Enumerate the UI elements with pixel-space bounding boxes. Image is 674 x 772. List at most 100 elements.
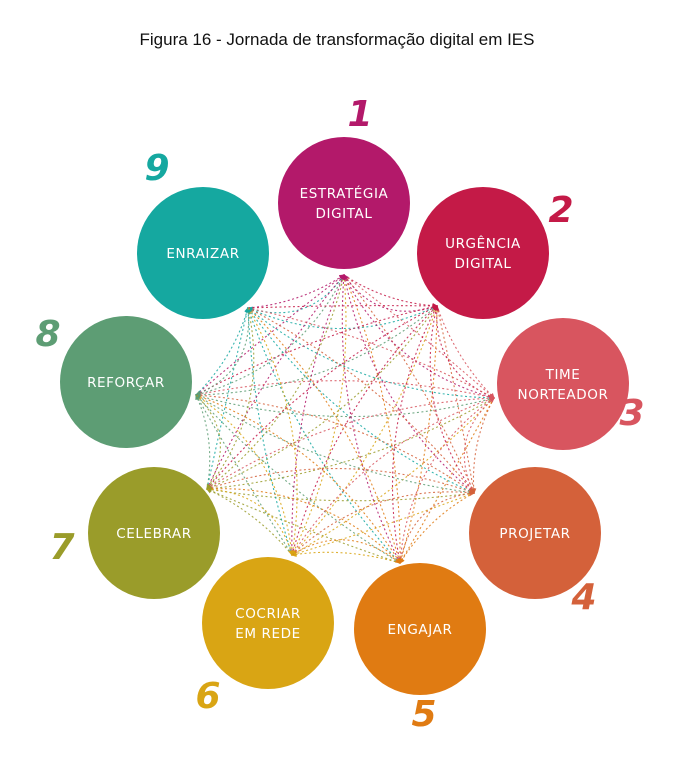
- step-label-3-line-1: TIME: [545, 367, 581, 383]
- step-node-5: ENGAJAR: [354, 563, 486, 695]
- step-circle-5: [354, 563, 486, 695]
- connector-6-to-2: [291, 305, 438, 556]
- step-number-9: 9: [144, 148, 169, 189]
- step-circle-1: [278, 137, 410, 269]
- connector-3-to-2: [433, 304, 495, 399]
- connector-6-to-3: [291, 396, 496, 556]
- step-number-1: 1: [347, 94, 372, 135]
- connector-7-to-8: [195, 393, 211, 490]
- connector-9-to-2: [247, 303, 439, 309]
- connector-1-to-6: [291, 274, 347, 556]
- step-label-6-line-2: EM REDE: [235, 626, 301, 642]
- connector-7-to-6: [206, 488, 294, 557]
- connector-2-to-4: [436, 305, 476, 495]
- connector-3-to-4: [470, 397, 495, 495]
- connector-5-to-4: [399, 490, 476, 564]
- step-label-2-line-1: URGÊNCIA: [445, 234, 521, 252]
- connector-4-to-9: [247, 307, 475, 494]
- connector-2-to-3: [436, 305, 495, 399]
- connector-2-to-7: [205, 305, 438, 490]
- connector-7-to-9: [206, 306, 250, 490]
- step-circle-7: [88, 467, 220, 599]
- step-node-9: ENRAIZAR: [137, 187, 269, 319]
- connector-5-to-3: [399, 397, 495, 564]
- connector-8-to-9: [195, 306, 250, 396]
- step-node-2: URGÊNCIA DIGITAL: [417, 187, 549, 319]
- connector-9-to-7: [206, 307, 255, 490]
- connector-8-to-5: [195, 394, 401, 564]
- connector-5-to-9: [246, 306, 401, 564]
- step-node-4: PROJETAR: [469, 467, 601, 599]
- figure-caption: Figura 16 - Jornada de transformação dig…: [139, 30, 535, 49]
- connector-8-to-7: [195, 394, 221, 490]
- connector-9-to-8: [194, 307, 250, 396]
- connector-7-to-2: [206, 305, 438, 490]
- step-node-1: ESTRATÉGIA DIGITAL: [278, 137, 410, 269]
- connector-1-to-4: [343, 274, 475, 495]
- connector-9-to-6: [247, 307, 298, 557]
- step-circle-9: [137, 187, 269, 319]
- connector-7-to-1: [206, 274, 345, 490]
- step-circles: ESTRATÉGIA DIGITAL URGÊNCIA DIGITAL TIME NORT…: [60, 137, 629, 695]
- connector-1-to-2: [343, 274, 439, 309]
- step-node-8: REFORÇAR: [60, 316, 192, 448]
- connector-9-to-5: [247, 307, 402, 565]
- step-circle-3: [497, 318, 629, 450]
- step-circle-2: [417, 187, 549, 319]
- connector-5-to-7: [205, 488, 401, 564]
- connector-3-to-9: [247, 307, 495, 399]
- connector-1-to-8: [194, 274, 345, 397]
- connector-5-to-8: [195, 394, 401, 564]
- connector-5-to-6: [290, 551, 401, 564]
- connector-8-to-6: [195, 394, 295, 557]
- connector-3-to-8: [194, 393, 495, 418]
- connector-4-to-6: [290, 492, 475, 557]
- step-number-3: 3: [619, 393, 644, 434]
- step-circle-6: [202, 557, 334, 689]
- connector-1-to-9: [246, 274, 345, 314]
- step-label-3-line-2: NORTEADOR: [518, 387, 609, 403]
- step-label-1-line-1: ESTRATÉGIA: [300, 185, 389, 202]
- step-label-1-line-2: DIGITAL: [316, 206, 373, 222]
- connector-5-to-1: [340, 273, 401, 564]
- step-number-5: 5: [411, 694, 436, 735]
- step-label-9-line-1: ENRAIZAR: [166, 246, 239, 262]
- connector-8-to-2: [195, 304, 439, 396]
- connector-9-to-1: [247, 274, 345, 309]
- connector-4-to-1: [342, 273, 475, 494]
- connector-3-to-6: [291, 397, 495, 556]
- connector-1-to-5: [343, 274, 403, 565]
- connector-9-to-3: [247, 307, 495, 399]
- connector-6-to-9: [245, 306, 293, 556]
- step-label-7-line-1: CELEBRAR: [116, 526, 192, 542]
- step-node-3: TIME NORTEADOR: [497, 318, 629, 450]
- connector-6-to-5: [291, 539, 401, 564]
- connector-8-to-1: [195, 274, 345, 396]
- connector-lines: [194, 273, 496, 565]
- connector-3-to-5: [399, 397, 495, 564]
- step-number-8: 8: [35, 314, 60, 355]
- connector-2-to-5: [398, 305, 438, 565]
- step-circle-8: [60, 316, 192, 448]
- step-label-2-line-2: DIGITAL: [455, 256, 512, 272]
- connector-7-to-5: [206, 488, 401, 564]
- connector-8-to-3: [195, 380, 496, 400]
- step-number-4: 4: [570, 577, 596, 618]
- connector-2-to-6: [291, 305, 438, 556]
- connector-7-to-4: [206, 467, 476, 495]
- connector-6-to-1: [291, 273, 345, 556]
- connector-8-to-4: [195, 394, 475, 494]
- connector-4-to-5: [399, 492, 475, 564]
- connector-2-to-8: [194, 305, 438, 398]
- step-number-6: 6: [195, 676, 220, 717]
- step-label-5-line-1: ENGAJAR: [388, 622, 453, 638]
- step-node-7: CELEBRAR: [88, 467, 220, 599]
- step-number-7: 7: [49, 527, 74, 568]
- connector-4-to-2: [429, 304, 475, 494]
- connector-4-to-8: [195, 394, 475, 494]
- step-circle-4: [469, 467, 601, 599]
- connector-1-to-7: [206, 274, 345, 490]
